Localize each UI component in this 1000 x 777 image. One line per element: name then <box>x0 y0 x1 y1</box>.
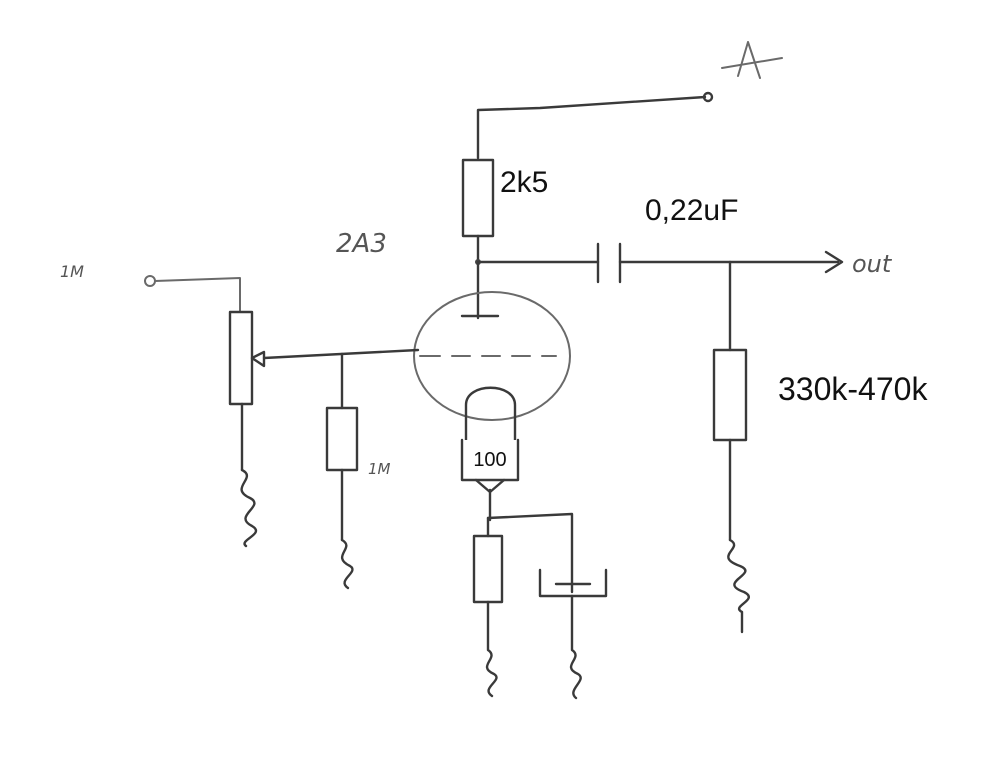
coupling-capacitor <box>596 242 844 284</box>
input-potentiometer <box>228 310 254 406</box>
grid-resistor-wire <box>340 352 354 590</box>
cathode-resistor-mask <box>462 440 518 476</box>
grid-resistor-label: 1M <box>368 460 391 478</box>
input-wire <box>144 275 241 313</box>
potentiometer-wiper <box>250 348 420 368</box>
supply-node-label <box>721 41 783 79</box>
cathode-grounds <box>485 594 582 700</box>
output-label: out <box>852 250 893 278</box>
plate-resistor-label: 2k5 <box>500 166 548 199</box>
plate-wire <box>460 234 600 320</box>
cathode-network-wire <box>486 512 574 594</box>
output-resistor-label: 330k-470k <box>778 371 928 407</box>
cathode-resistor-label: 100 <box>473 449 506 471</box>
input-pot-label: 1M <box>60 262 84 281</box>
pot-ground <box>240 402 258 548</box>
cathode-resistor <box>460 438 520 522</box>
tube-envelope <box>413 291 571 442</box>
supply-wire <box>476 91 714 160</box>
tube-label: 2A3 <box>336 229 387 259</box>
plate-resistor <box>461 158 495 238</box>
grid-resistor <box>325 406 359 472</box>
output-resistor-wire <box>727 260 750 634</box>
output-resistor <box>712 348 748 442</box>
coupling-cap-label: 0,22uF <box>645 194 738 227</box>
cathode-bias-resistor <box>472 534 504 604</box>
